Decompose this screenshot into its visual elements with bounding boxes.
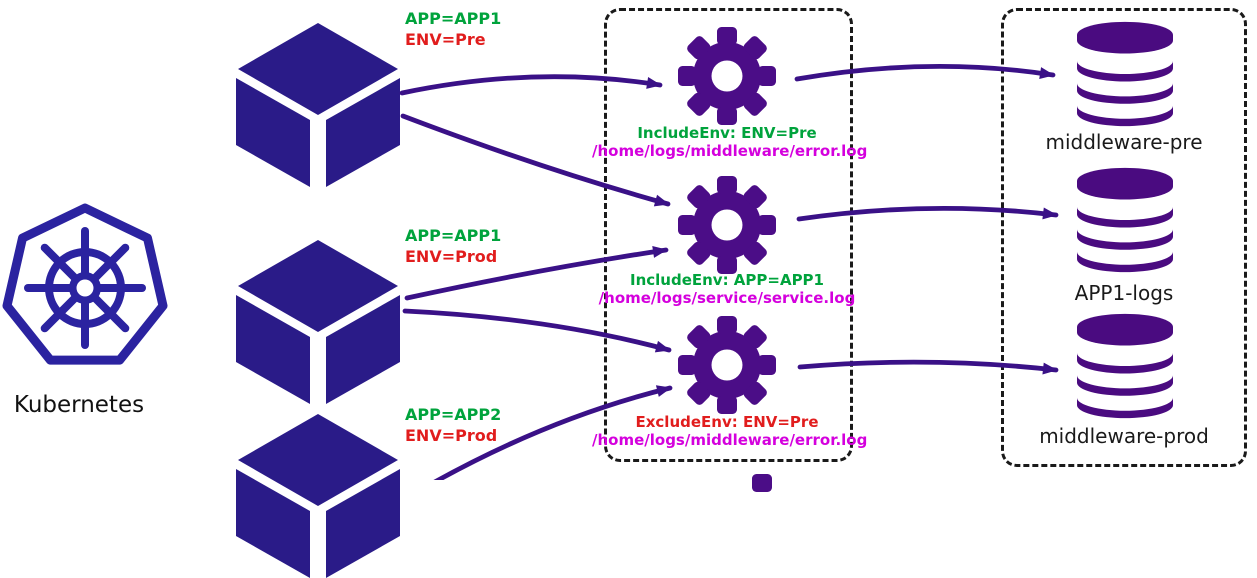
filter-3-gear-icon xyxy=(678,316,776,414)
filter-2-gear-icon xyxy=(678,176,776,274)
pod-2-cube-icon xyxy=(236,240,400,404)
pod-3-app-label: APP=APP2 xyxy=(405,405,502,424)
filter-3-caption: ExcludeEnv: ENV=Pre /home/logs/middlewar… xyxy=(592,413,868,449)
filter-2-caption: IncludeEnv: APP=APP1 /home/logs/service/… xyxy=(592,271,862,307)
pod-3-env-label: ENV=Prod xyxy=(405,426,498,445)
pod-3-cube-icon xyxy=(236,414,400,578)
stores-group-box xyxy=(1001,8,1247,467)
partial-gear-icon xyxy=(752,474,772,492)
store-3-database-icon xyxy=(1077,313,1173,419)
filter-1-gear-icon xyxy=(678,27,776,125)
store-3-label: middleware-prod xyxy=(1039,424,1209,448)
pod-1-env-label: ENV=Pre xyxy=(405,30,486,49)
pod-2-env-label: ENV=Prod xyxy=(405,247,498,266)
filter-2-path: /home/logs/service/service.log xyxy=(598,289,856,307)
store-2-database-icon xyxy=(1077,167,1173,273)
kubernetes-logo-icon xyxy=(2,203,168,365)
filter-1-path: /home/logs/middleware/error.log xyxy=(592,142,868,160)
kubernetes-label: Kubernetes xyxy=(13,392,145,418)
store-1-label: middleware-pre xyxy=(1045,130,1203,154)
store-2-label: APP1-logs xyxy=(1074,281,1174,305)
filter-1-caption: IncludeEnv: ENV=Pre /home/logs/middlewar… xyxy=(592,124,868,160)
filter-1-rule: IncludeEnv: ENV=Pre xyxy=(637,124,817,142)
filter-3-path: /home/logs/middleware/error.log xyxy=(592,431,868,449)
store-1-database-icon xyxy=(1077,21,1173,127)
filter-3-rule: ExcludeEnv: ENV=Pre xyxy=(635,413,819,431)
pod-1-labels: APP=APP1 ENV=Pre xyxy=(405,8,501,50)
pod-3-labels: APP=APP2 ENV=Prod xyxy=(405,404,501,446)
pod-1-app-label: APP=APP1 xyxy=(405,9,502,28)
pod-2-labels: APP=APP1 ENV=Prod xyxy=(405,225,501,267)
filter-2-rule: IncludeEnv: APP=APP1 xyxy=(629,271,824,289)
pod-1-cube-icon xyxy=(236,23,400,187)
filters-group-box xyxy=(604,8,853,462)
pod-2-app-label: APP=APP1 xyxy=(405,226,502,245)
diagram-canvas: { "title": "Kubernetes log routing diagr… xyxy=(2,8,1247,578)
